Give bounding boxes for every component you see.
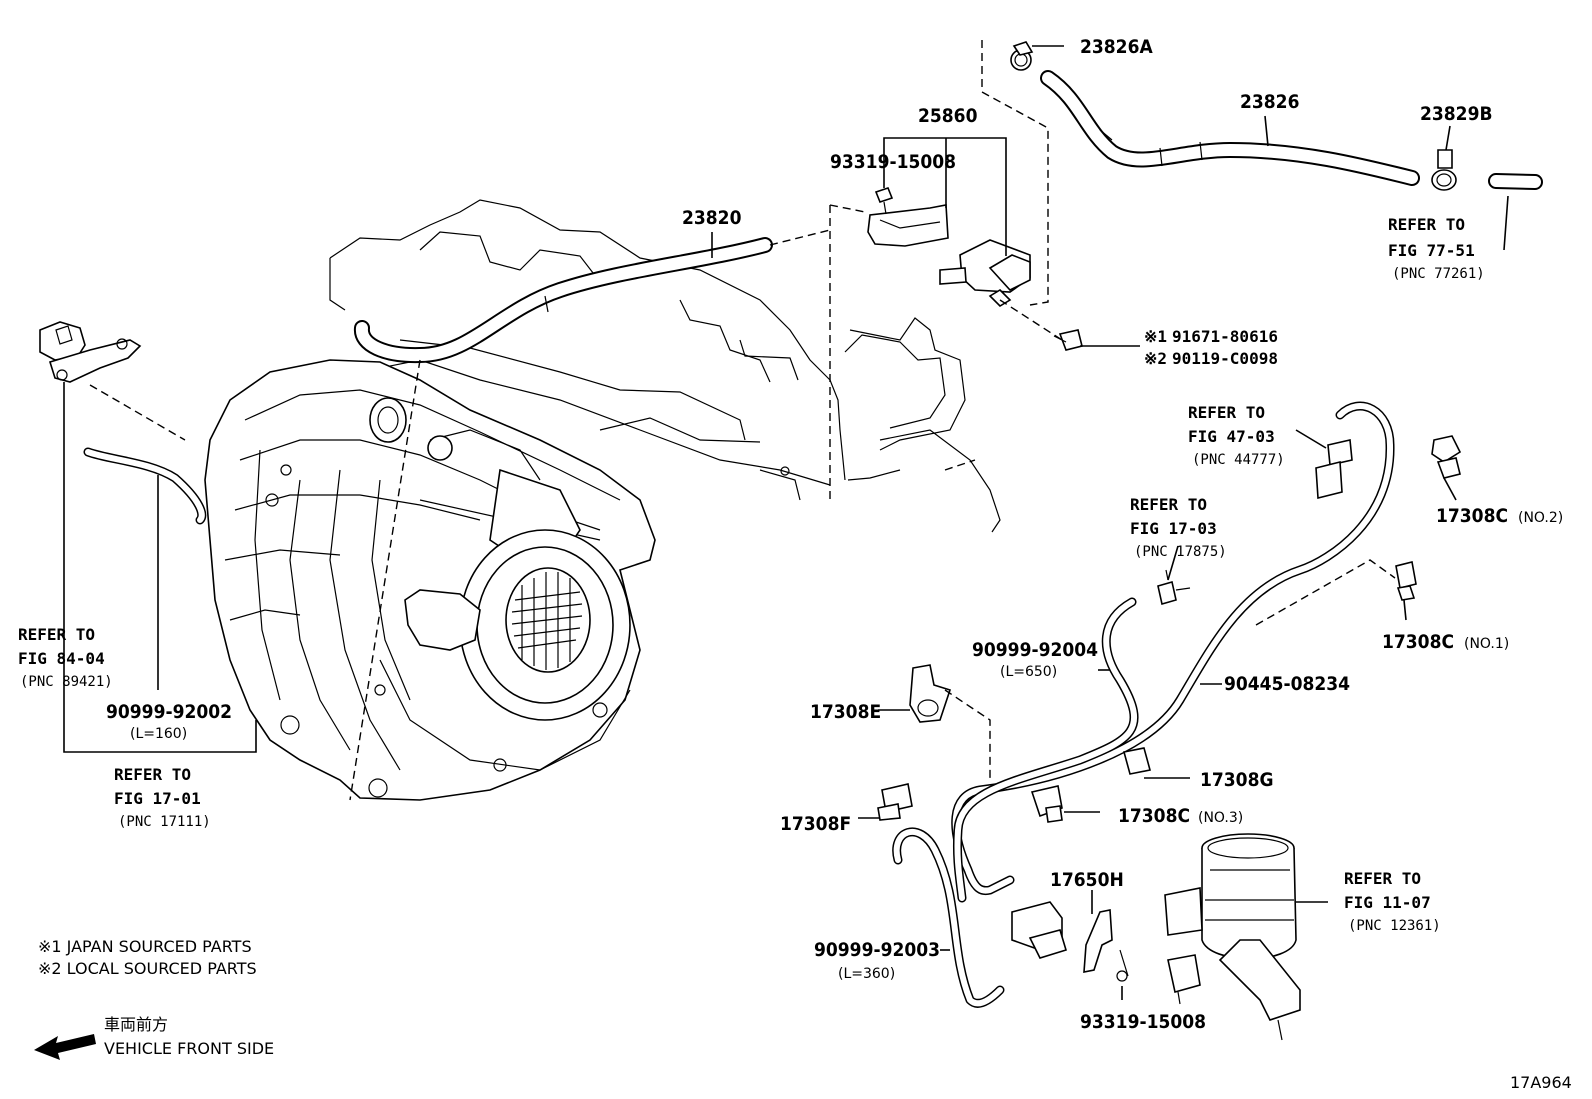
length-160: (L=160)	[130, 726, 187, 742]
label-25860: 25860	[918, 105, 978, 127]
length-650: (L=650)	[1000, 664, 1057, 680]
bolt-option1-mark: ※1	[1144, 327, 1167, 346]
ref-fig-77-51-line2: FIG 77-51	[1388, 241, 1475, 260]
label-90445-08234: 90445-08234	[1224, 673, 1350, 695]
qualifier-no1: (NO.1)	[1464, 636, 1509, 652]
label-17308C-no2: 17308C	[1436, 505, 1508, 527]
label-17308E: 17308E	[810, 701, 881, 723]
ref-fig-47-03-line2: FIG 47-03	[1188, 427, 1275, 446]
front-direction-jp: 車両前方	[104, 1015, 168, 1034]
label-93319-15008-bottom: 93319-15008	[1080, 1011, 1206, 1033]
front-direction-en: VEHICLE FRONT SIDE	[104, 1039, 274, 1058]
ref-fig-11-07-line2: FIG 11-07	[1344, 893, 1431, 912]
ref-fig-17-01-pnc: (PNC 17111)	[118, 814, 211, 830]
ref-fig-11-07-pnc: (PNC 12361)	[1348, 918, 1441, 934]
hose-23826-illustration	[1010, 41, 1543, 191]
bolt-option2-mark: ※2	[1144, 349, 1167, 368]
ref-fig-84-04-line1: REFER TO	[18, 625, 95, 644]
leader-lines	[63, 45, 1509, 1000]
figure-id: 17A964	[1510, 1073, 1572, 1092]
label-17308C-no3: 17308C	[1118, 805, 1190, 827]
ref-fig-77-51-pnc: (PNC 77261)	[1392, 266, 1485, 282]
label-90999-92002: 90999-92002	[106, 701, 232, 723]
ref-fig-17-03-line1: REFER TO	[1130, 495, 1207, 514]
label-23820: 23820	[682, 207, 742, 229]
label-90999-92004: 90999-92004	[972, 639, 1098, 661]
front-arrow-icon	[34, 1034, 96, 1060]
label-23826: 23826	[1240, 91, 1299, 113]
labels: 23826A 23826 23829B 25860 93319-15008 23…	[18, 36, 1572, 1092]
sensor-bracket-illustration	[39, 321, 186, 441]
ref-fig-17-01-line1: REFER TO	[114, 765, 191, 784]
qualifier-no3: (NO.3)	[1198, 810, 1243, 826]
legend-local-sourced: ※2 LOCAL SOURCED PARTS	[38, 959, 257, 978]
label-93319-15008-top: 93319-15008	[830, 151, 956, 173]
ref-fig-17-01-line2: FIG 17-01	[114, 789, 201, 808]
label-17308F: 17308F	[780, 813, 851, 835]
label-17308G: 17308G	[1200, 769, 1274, 791]
bolt-option2-part: 90119-C0098	[1172, 349, 1278, 368]
ref-fig-47-03-line1: REFER TO	[1188, 403, 1265, 422]
intake-manifold-illustration	[83, 359, 656, 801]
ref-fig-11-07-line1: REFER TO	[1344, 869, 1421, 888]
legend-japan-sourced: ※1 JAPAN SOURCED PARTS	[38, 937, 252, 956]
ref-fig-84-04-pnc: (PNC 89421)	[20, 674, 113, 690]
hose-23820-illustration	[349, 229, 831, 801]
length-360: (L=360)	[838, 966, 895, 982]
canister-vsv-illustration	[1011, 833, 1301, 1041]
ref-fig-17-03-line2: FIG 17-03	[1130, 519, 1217, 538]
ref-fig-47-03-pnc: (PNC 44777)	[1192, 452, 1285, 468]
valve-25860-illustration	[867, 40, 1083, 351]
ref-fig-84-04-line2: FIG 84-04	[18, 649, 105, 668]
label-17650H: 17650H	[1050, 869, 1124, 891]
ref-fig-17-03-pnc: (PNC 17875)	[1134, 544, 1227, 560]
label-17308C-no1: 17308C	[1382, 631, 1454, 653]
label-23826A: 23826A	[1080, 36, 1153, 58]
label-90999-92003: 90999-92003	[814, 939, 940, 961]
bolt-option1-part: 91671-80616	[1172, 327, 1278, 346]
qualifier-no2: (NO.2)	[1518, 510, 1563, 526]
label-23829B: 23829B	[1420, 103, 1493, 125]
ref-fig-77-51-line1: REFER TO	[1388, 215, 1465, 234]
vacuum-tubes-illustration	[877, 401, 1462, 1008]
